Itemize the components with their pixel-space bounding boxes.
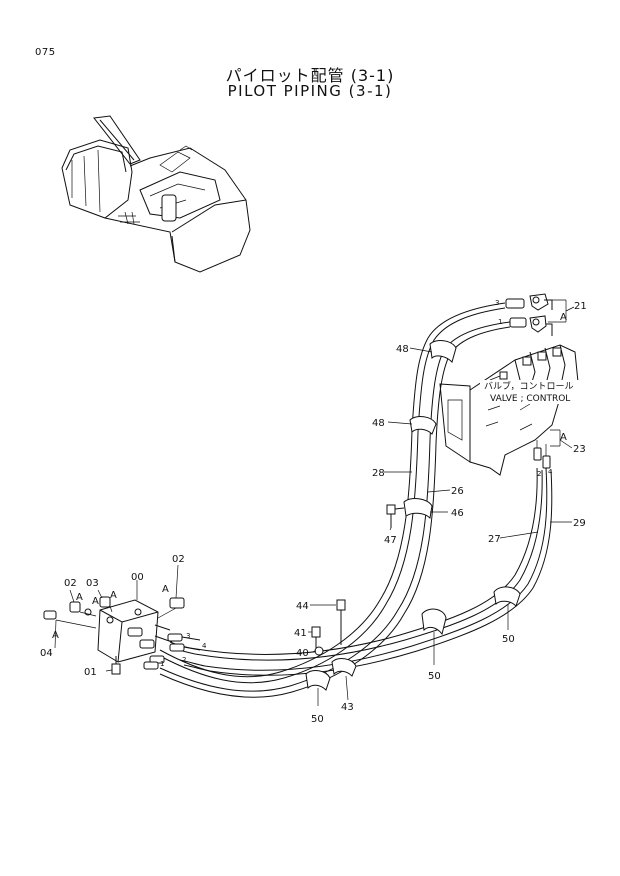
callout-23: 23 [573, 444, 586, 455]
callout-50-middle: 50 [428, 671, 441, 682]
port-mark-a-02: A [76, 592, 83, 603]
page-number: 075 [35, 47, 56, 58]
leader-lines [54, 299, 575, 706]
page-title-japanese: パイロット配管 (3-1) [225, 66, 395, 85]
hose-mark-2-block: 2 [182, 656, 186, 664]
excavator-thumbnail [61, 115, 251, 273]
hose-mark-4-block: 4 [202, 642, 207, 650]
port-mark-a-23: A [560, 432, 567, 443]
hose-mark-1-block: 1 [160, 660, 164, 668]
pilot-hoses-lower [169, 467, 553, 676]
bolts [311, 504, 405, 656]
port-mark-a-03: A [92, 596, 99, 607]
hose-mark-3-block: 3 [186, 632, 190, 640]
callout-21: 21 [574, 301, 587, 312]
callout-28: 28 [372, 468, 385, 479]
callout-41: 41 [294, 628, 307, 639]
clamps [305, 340, 521, 691]
valve-label-jp: バルブ，コントロール [484, 380, 574, 392]
callout-43: 43 [341, 702, 354, 713]
callout-02-right: 02 [172, 554, 185, 565]
callout-40: 40 [296, 648, 309, 659]
callout-29: 29 [573, 518, 586, 529]
valve-top-fittings [505, 293, 553, 336]
hose-mark-1-valve: 1 [498, 318, 502, 326]
callout-02-left: 02 [64, 578, 77, 589]
pilot-hoses-upper [159, 302, 511, 698]
callout-50-left: 50 [311, 714, 324, 725]
callout-00: 00 [131, 572, 144, 583]
callout-26: 26 [451, 486, 464, 497]
page-title-english: PILOT PIPING (3-1) [227, 82, 393, 100]
callout-48-upper: 48 [396, 344, 409, 355]
valve-lower-fittings [533, 440, 551, 469]
port-mark-a-00: A [110, 590, 117, 601]
hose-mark-4-valve: 4 [548, 468, 553, 476]
port-mark-a-02-right: A [162, 584, 169, 595]
control-valve [439, 344, 579, 476]
port-mark-a-21: A [560, 312, 567, 323]
callout-44: 44 [296, 601, 309, 612]
port-mark-a-04: A [52, 630, 59, 641]
callout-27: 27 [488, 534, 501, 545]
callout-04: 04 [40, 648, 53, 659]
valve-label-en: VALVE ; CONTROL [490, 394, 570, 404]
callout-50-right: 50 [502, 634, 515, 645]
callout-47: 47 [384, 535, 397, 546]
pilot-block [43, 596, 201, 675]
callout-01: 01 [84, 667, 97, 678]
hose-mark-2-valve: 2 [537, 470, 541, 478]
callout-48-lower: 48 [372, 418, 385, 429]
hose-mark-3-valve: 3 [495, 299, 499, 307]
callout-46: 46 [451, 508, 464, 519]
callout-03: 03 [86, 578, 99, 589]
